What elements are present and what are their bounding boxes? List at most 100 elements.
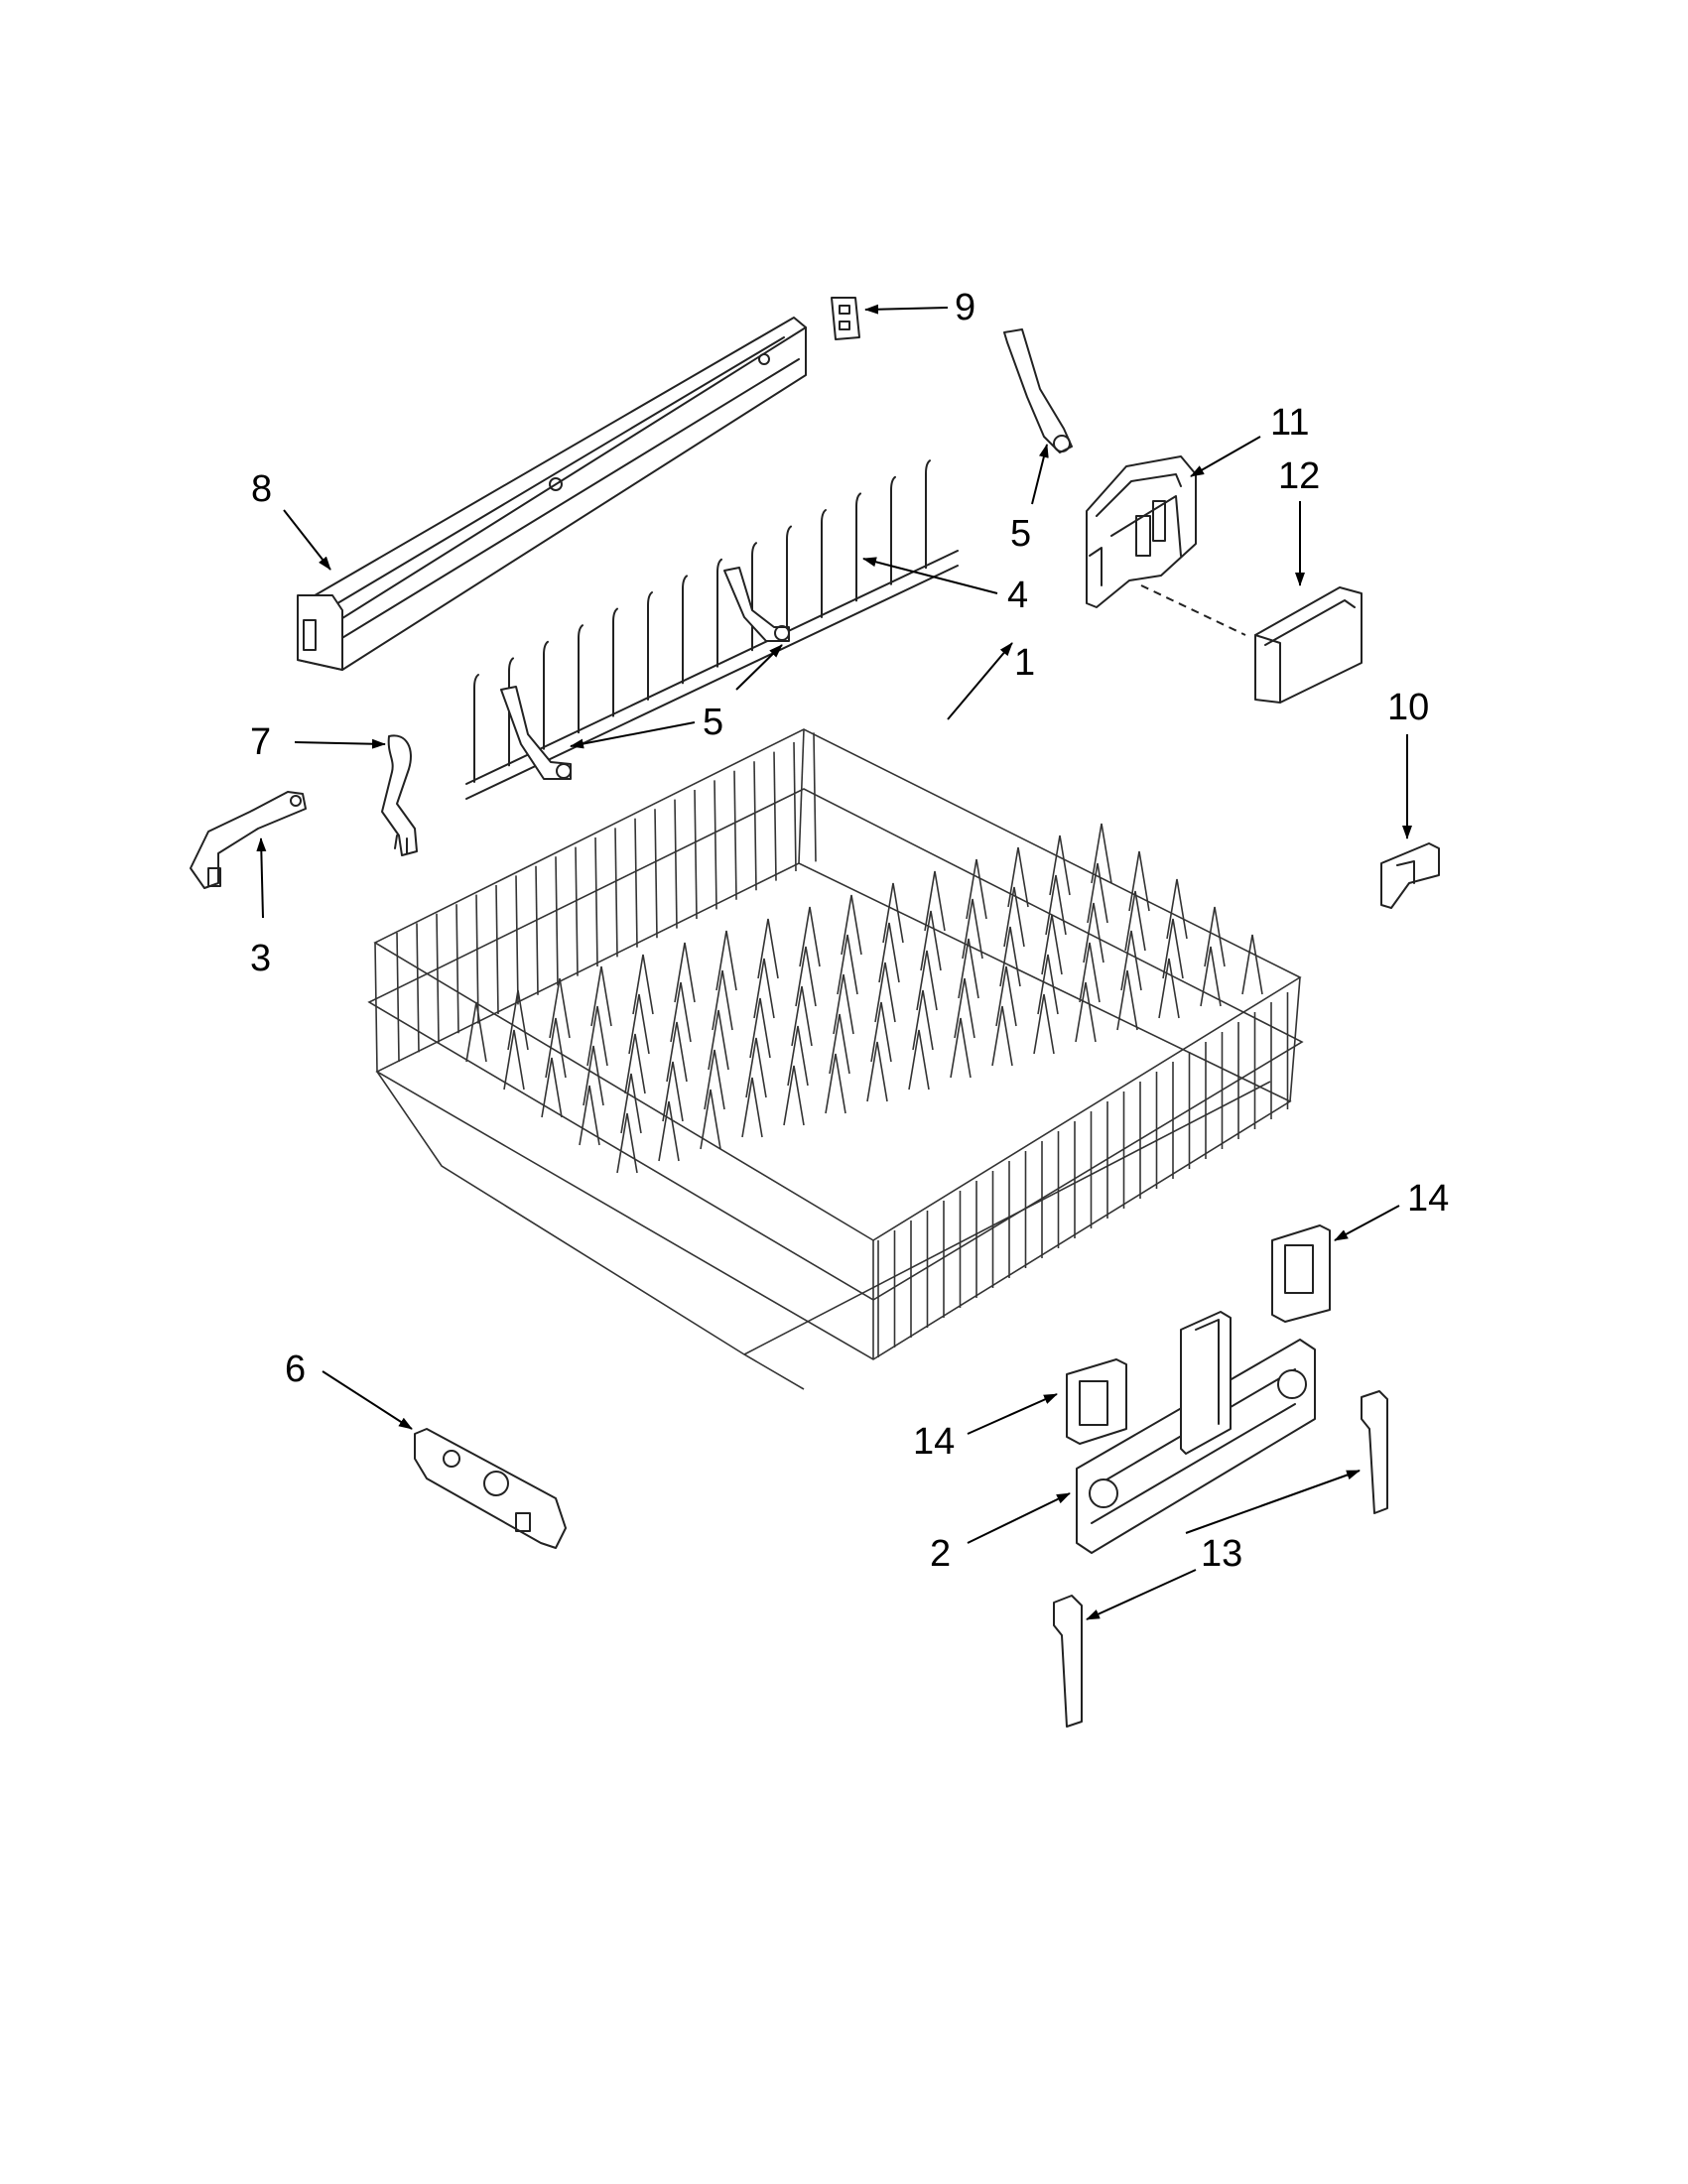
leader-13a [1185,1470,1361,1534]
callout-13: 13 [1201,1533,1242,1575]
rack-tine [586,1005,608,1067]
rack-tine [870,1001,892,1063]
rack-tine [579,1085,600,1146]
tine-wire [855,492,861,602]
rack-tine [1087,862,1108,924]
rack-wire [614,828,618,958]
rack-tine [878,922,900,983]
rack-tine [1007,846,1029,908]
rack-tine [658,1100,680,1162]
rack-tine [912,989,934,1051]
callout-14-left: 14 [913,1421,955,1463]
tine-wire [786,525,792,635]
callout-1: 1 [1014,642,1035,684]
callout-12: 12 [1278,455,1320,497]
rack-tine [791,985,813,1047]
rack-tine [995,965,1017,1027]
rack-tine [1091,823,1112,884]
part-14-clip-left[interactable] [1066,1358,1127,1445]
callout-3: 3 [250,938,271,979]
leader-1 [947,642,1013,720]
part-3-arm[interactable] [190,791,307,889]
rack-tine [833,973,854,1035]
part-9-clip[interactable] [831,297,860,340]
rack-tine [674,942,696,1003]
part-12-cover[interactable] [1254,586,1363,704]
rack-wire [416,923,420,1053]
rack-wire [813,732,817,862]
part-13-leg-left[interactable] [1053,1595,1083,1728]
rack-tine [841,894,862,956]
rack-wire [495,884,499,1015]
part-8-rail[interactable] [297,317,807,671]
rack-tine [1037,954,1059,1015]
part-5-clip-lower[interactable] [500,567,790,780]
tine-wire [821,509,827,618]
part-7-handle[interactable] [381,734,418,856]
tine-wire [473,674,479,783]
rack-tine [950,1017,972,1079]
rack-tine [583,1045,604,1106]
leader-2 [967,1492,1071,1544]
part-13-leg-right[interactable] [1361,1390,1388,1514]
rack-tine [662,1061,684,1122]
part-1-dish-rack[interactable] [367,728,1304,1390]
rack-tine [1128,850,1150,912]
rack-wire [694,789,698,920]
rack-tine [882,882,904,944]
rack-tine [741,1077,763,1138]
tine-wire [682,575,688,685]
rack-tine [1241,934,1263,995]
rack-tine [708,1009,729,1071]
callout-8: 8 [251,468,272,510]
rack-tine [1049,835,1071,896]
part-2-adjuster[interactable] [1076,1311,1316,1554]
part-10-clip[interactable] [1380,842,1440,909]
rack-tine [620,1073,642,1134]
rack-tine [465,1001,487,1063]
rack-tine [908,1029,930,1091]
part-11-housing[interactable] [1086,455,1197,608]
rack-tine [962,898,983,960]
rack-tine [1083,902,1104,964]
tine-wire [612,607,618,717]
leader-5b2 [735,644,783,691]
part-6-stop[interactable] [414,1428,567,1549]
leader-lines [256,304,1412,1620]
leader-11 [1190,436,1261,477]
rack-tine [1079,942,1101,1003]
rack-tine [920,910,942,971]
callout-2: 2 [930,1533,951,1575]
leader-4 [862,557,998,594]
rack-tine [787,1025,809,1087]
rack-tine [1003,886,1025,948]
rack-tine [712,969,733,1031]
rack-tine [1033,993,1055,1055]
rack-tine [666,1021,688,1083]
rack-tine [829,1013,850,1075]
rack-tine [924,870,946,932]
tine-wire [647,591,653,701]
rack-wire [674,799,678,929]
rack-tine [1045,874,1067,936]
rack-tine [624,1033,646,1094]
callout-9: 9 [955,287,975,328]
rack-tine [632,954,654,1015]
callout-6: 6 [285,1349,306,1390]
rack-tine [1124,890,1146,952]
part-5-clip-upper[interactable] [1003,328,1073,453]
rack-wire [714,780,717,910]
rack-tine [745,1037,767,1098]
rack-wire [396,932,400,1063]
part-14-clip-right[interactable] [1271,1224,1331,1323]
rack-tine [999,926,1021,987]
rack-wire [475,894,479,1024]
rack-tine [837,934,858,995]
rack-wire [733,770,737,900]
rack-wire [555,856,559,986]
rack-tine [954,977,975,1039]
rack-tine [628,993,650,1055]
rack-wire [455,904,459,1034]
rack-tine [1158,958,1180,1019]
